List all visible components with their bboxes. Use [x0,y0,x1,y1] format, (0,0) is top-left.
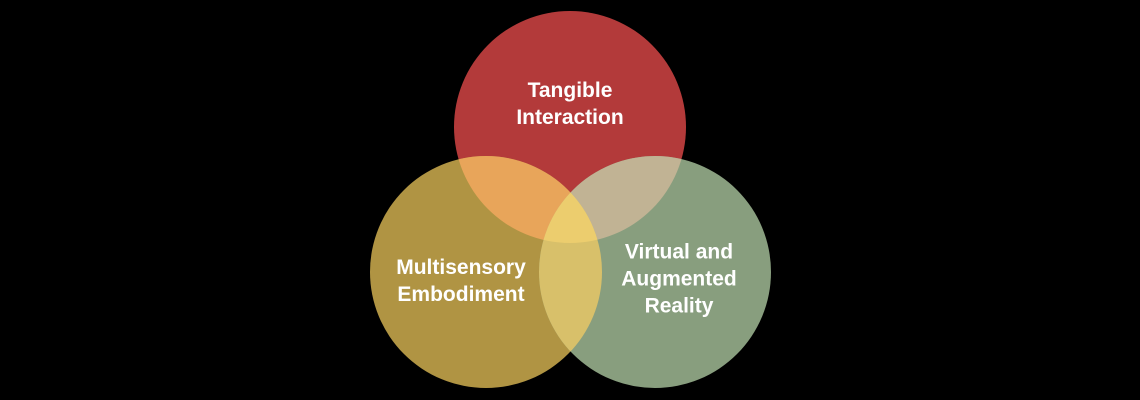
label-tangible-interaction: Tangible Interaction [516,79,624,129]
overlap-top-right [539,156,686,243]
label-virtual-augmented-reality: Virtual and Augmented Reality [621,240,737,318]
label-multisensory-embodiment: Multisensory Embodiment [396,256,526,306]
overlap-top-left [454,156,602,243]
